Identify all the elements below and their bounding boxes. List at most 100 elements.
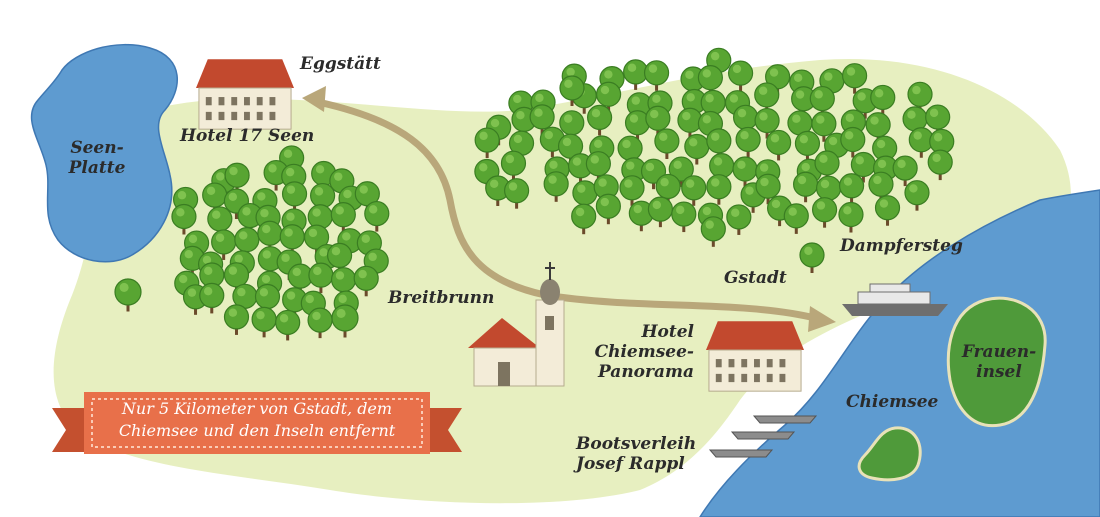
tree-icon (755, 173, 781, 205)
church-icon (468, 262, 565, 387)
tree-icon (504, 178, 530, 209)
tree-icon (838, 201, 864, 233)
tree-icon (500, 150, 527, 182)
tree-icon (811, 197, 838, 228)
tree-icon (706, 128, 732, 159)
tree-icon (726, 204, 752, 235)
tree-icon (840, 126, 866, 158)
tree-icon (647, 196, 674, 228)
tree-icon (838, 173, 865, 204)
tree-icon (331, 304, 359, 338)
tree-icon (655, 173, 681, 205)
tree-icon (668, 156, 694, 188)
tree-icon (543, 171, 569, 202)
tree-icon (281, 181, 308, 212)
tree-icon (199, 282, 225, 314)
seenplatte-lake (30, 44, 178, 263)
tree-icon (303, 224, 330, 256)
label-eggstaett: Eggstätt (300, 54, 381, 74)
tree-icon (223, 304, 250, 335)
tree-icon (654, 128, 680, 159)
tree-icon (254, 283, 281, 315)
tree-icon (681, 175, 707, 206)
label-dampfersteg: Dampfersteg (840, 236, 963, 256)
small-island (857, 426, 922, 482)
tree-icon (628, 200, 654, 232)
label-chiemsee: Chiemsee (846, 392, 939, 412)
tree-icon (814, 150, 840, 181)
tree-icon (865, 112, 891, 143)
tree-icon (868, 171, 894, 203)
tree-icon (595, 81, 622, 113)
tree-icon (904, 180, 930, 211)
tree-icon (114, 278, 142, 312)
rowing-boat-icon (730, 431, 796, 440)
tree-icon (754, 107, 780, 139)
label-seenplatte: Seen- Platte (68, 138, 126, 178)
hotel-building-icon (196, 59, 294, 130)
fraueninsel-island (946, 296, 1047, 428)
label-breitbrunn: Breitbrunn (388, 288, 495, 308)
label-hotel-17-seen: Hotel 17 Seen (180, 126, 315, 146)
tree-icon (529, 104, 555, 135)
banner-ribbon (52, 392, 462, 454)
tree-icon (766, 129, 792, 161)
tree-icon (257, 220, 283, 252)
tree-icon (623, 59, 649, 90)
tree-icon (793, 171, 819, 203)
rowing-boat-icon (752, 415, 818, 424)
hotel-building-icon (706, 321, 804, 392)
tree-icon (279, 224, 305, 255)
tree-icon (811, 111, 837, 142)
tree-icon (892, 155, 918, 187)
tree-icon (353, 265, 379, 297)
tree-icon (732, 156, 758, 188)
tree-icon (275, 309, 301, 341)
tree-icon (559, 75, 585, 106)
tree-icon (329, 168, 355, 199)
tree-icon (645, 105, 671, 137)
banner-text: Nur 5 Kilometer von Gstadt, dem Chiemsee… (118, 399, 396, 440)
tree-icon (171, 203, 197, 235)
tree-icon (224, 162, 250, 194)
rowing-boat-icon (708, 449, 774, 458)
tree-icon (907, 81, 933, 113)
steamboat-icon (842, 283, 948, 316)
tree-icon (585, 151, 611, 182)
tree-icon (364, 200, 390, 232)
tree-icon (794, 130, 821, 162)
label-fraueninsel: Frauen- insel (961, 342, 1037, 382)
tree-icon (474, 127, 500, 159)
tree-icon (586, 104, 613, 136)
tree-icon (595, 193, 621, 225)
tree-icon (643, 60, 670, 91)
route-road (314, 98, 819, 322)
tree-icon (223, 262, 250, 293)
tree-icon (754, 82, 780, 113)
label-gstadt: Gstadt (724, 268, 787, 288)
tree-icon (735, 126, 761, 158)
tree-icon (809, 85, 835, 117)
tree-icon (850, 151, 876, 183)
tree-icon (727, 60, 754, 92)
tree-icon (640, 158, 667, 190)
tree-icon (841, 63, 868, 94)
label-hotel-chiemsee-panorama: Hotel Chiemsee- Panorama (594, 322, 694, 382)
tree-icon (330, 202, 356, 233)
tree-icon (927, 149, 953, 181)
tree-icon (619, 175, 645, 206)
tree-icon (706, 174, 732, 205)
tree-icon (307, 307, 333, 339)
tree-icon (677, 107, 703, 139)
tree-icon (308, 262, 334, 294)
route-arrow-icon (302, 86, 836, 332)
tree-icon (870, 84, 896, 116)
tree-icon (571, 203, 597, 235)
tree-icon (799, 242, 825, 273)
label-bootsverleih: Bootsverleih Josef Rappl (576, 434, 697, 474)
tree-icon (783, 203, 809, 234)
tree-icon (700, 216, 726, 247)
tree-icon (874, 195, 901, 226)
tree-icon (671, 201, 697, 233)
